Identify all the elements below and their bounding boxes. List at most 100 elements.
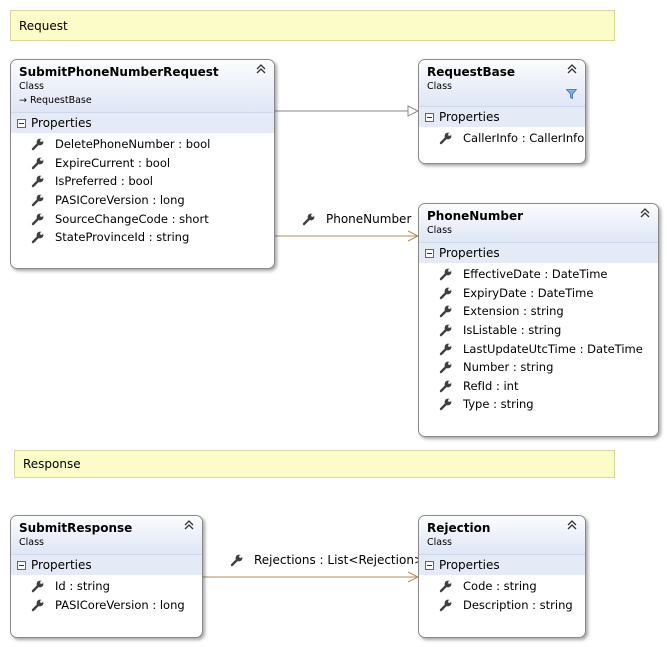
property-text: RefId : int [463, 378, 519, 393]
wrench-icon [439, 579, 453, 593]
inheritance-arrowhead [407, 105, 420, 117]
wrench-icon [439, 360, 453, 374]
property-row[interactable]: Number : string [419, 358, 658, 377]
property-row[interactable]: Extension : string [419, 302, 658, 321]
property-row[interactable]: IsPreferred : bool [11, 172, 274, 191]
property-row[interactable]: EffectiveDate : DateTime [419, 265, 658, 284]
class-submit-response[interactable]: SubmitResponse Class Properties Id : str… [10, 515, 203, 638]
double-chevron-up-icon[interactable] [640, 208, 650, 221]
properties-section-header[interactable]: Properties [11, 555, 202, 575]
property-row[interactable]: IsListable : string [419, 321, 658, 340]
wrench-icon [439, 323, 453, 337]
property-row[interactable]: CallerInfo : CallerInfo [419, 129, 585, 148]
wrench-icon [439, 286, 453, 300]
response-note[interactable]: Response [14, 450, 615, 478]
wrench-icon [439, 342, 453, 356]
property-row[interactable]: Description : string [419, 596, 585, 615]
property-row[interactable]: PASICoreVersion : long [11, 596, 202, 615]
wrench-icon [31, 137, 45, 151]
class-header[interactable]: SubmitPhoneNumberRequest Class → Request… [11, 60, 274, 113]
class-type: Class [427, 537, 452, 548]
class-header[interactable]: Rejection Class [419, 516, 585, 555]
collapse-section-icon[interactable] [425, 248, 434, 258]
property-row[interactable]: SourceChangeCode : short [11, 209, 274, 228]
section-label: Properties [439, 558, 500, 572]
class-type: Class [427, 81, 452, 92]
property-row[interactable]: Type : string [419, 395, 658, 414]
property-row[interactable]: PASICoreVersion : long [11, 191, 274, 210]
wrench-icon [31, 193, 45, 207]
property-row[interactable]: Id : string [11, 577, 202, 596]
collapse-section-icon[interactable] [425, 112, 434, 122]
section-label: Properties [439, 110, 500, 124]
collapse-section-icon[interactable] [425, 560, 434, 570]
property-text: Type : string [463, 397, 534, 412]
wrench-icon [230, 553, 244, 567]
property-text: Number : string [463, 360, 554, 375]
class-name: SubmitResponse [19, 521, 133, 535]
double-chevron-up-icon[interactable] [256, 64, 266, 77]
request-note-text: Request [19, 18, 68, 33]
property-row[interactable]: DeletePhoneNumber : bool [11, 135, 274, 154]
property-text: PASICoreVersion : long [55, 597, 185, 612]
property-row[interactable]: RefId : int [419, 377, 658, 396]
collapse-section-icon[interactable] [17, 118, 26, 128]
filter-icon[interactable] [565, 84, 578, 103]
property-text: ExpireCurrent : bool [55, 155, 171, 170]
property-text: StateProvinceId : string [55, 230, 190, 245]
class-name: PhoneNumber [427, 209, 523, 223]
section-label: Properties [439, 246, 500, 260]
wrench-icon [439, 304, 453, 318]
wrench-icon [439, 397, 453, 411]
property-row[interactable]: LastUpdateUtcTime : DateTime [419, 339, 658, 358]
property-row[interactable]: Code : string [419, 577, 585, 596]
property-text: Id : string [55, 579, 110, 594]
properties-section-header[interactable]: Properties [419, 243, 658, 263]
class-header[interactable]: PhoneNumber Class [419, 204, 658, 243]
property-text: SourceChangeCode : short [55, 211, 209, 226]
properties-section-header[interactable]: Properties [419, 555, 585, 575]
property-text: Extension : string [463, 304, 564, 319]
class-name: RequestBase [427, 65, 516, 79]
properties-section-header[interactable]: Properties [419, 107, 585, 127]
wrench-icon [31, 598, 45, 612]
collapse-section-icon[interactable] [17, 560, 26, 570]
rejections-association-label[interactable]: Rejections : List<Rejection> [230, 553, 424, 567]
class-header[interactable]: RequestBase Class [419, 60, 585, 107]
wrench-icon [31, 174, 45, 188]
property-text: IsPreferred : bool [55, 174, 153, 189]
wrench-icon [31, 156, 45, 170]
property-text: IsListable : string [463, 323, 562, 338]
properties-section-header[interactable]: Properties [11, 113, 274, 133]
property-row[interactable]: ExpireCurrent : bool [11, 154, 274, 173]
class-header[interactable]: SubmitResponse Class [11, 516, 202, 555]
property-text: ExpiryDate : DateTime [463, 285, 594, 300]
wrench-icon [439, 598, 453, 612]
class-submit-phone-number-request[interactable]: SubmitPhoneNumberRequest Class → Request… [10, 59, 275, 269]
property-text: PASICoreVersion : long [55, 193, 185, 208]
class-name: Rejection [427, 521, 491, 535]
class-request-base[interactable]: RequestBase Class Properties CallerInfo … [418, 59, 586, 164]
class-phone-number[interactable]: PhoneNumber Class Properties EffectiveDa… [418, 203, 659, 437]
class-type: Class [19, 81, 44, 92]
request-note[interactable]: Request [10, 10, 615, 41]
property-text: LastUpdateUtcTime : DateTime [463, 341, 643, 356]
phone-number-association-label[interactable]: PhoneNumber [302, 212, 411, 226]
double-chevron-up-icon[interactable] [567, 520, 577, 533]
property-row[interactable]: ExpiryDate : DateTime [419, 284, 658, 303]
wrench-icon [31, 230, 45, 244]
property-row[interactable]: StateProvinceId : string [11, 228, 274, 247]
double-chevron-up-icon[interactable] [567, 64, 577, 77]
section-label: Properties [31, 558, 92, 572]
wrench-icon [439, 267, 453, 281]
arrow-right-icon: → [19, 95, 27, 106]
property-list: CallerInfo : CallerInfo [419, 127, 585, 152]
wrench-icon [439, 131, 453, 145]
wrench-icon [31, 579, 45, 593]
double-chevron-up-icon[interactable] [184, 520, 194, 533]
rejections-association-text: Rejections : List<Rejection> [254, 553, 424, 567]
class-rejection[interactable]: Rejection Class Properties Code : string… [418, 515, 586, 638]
